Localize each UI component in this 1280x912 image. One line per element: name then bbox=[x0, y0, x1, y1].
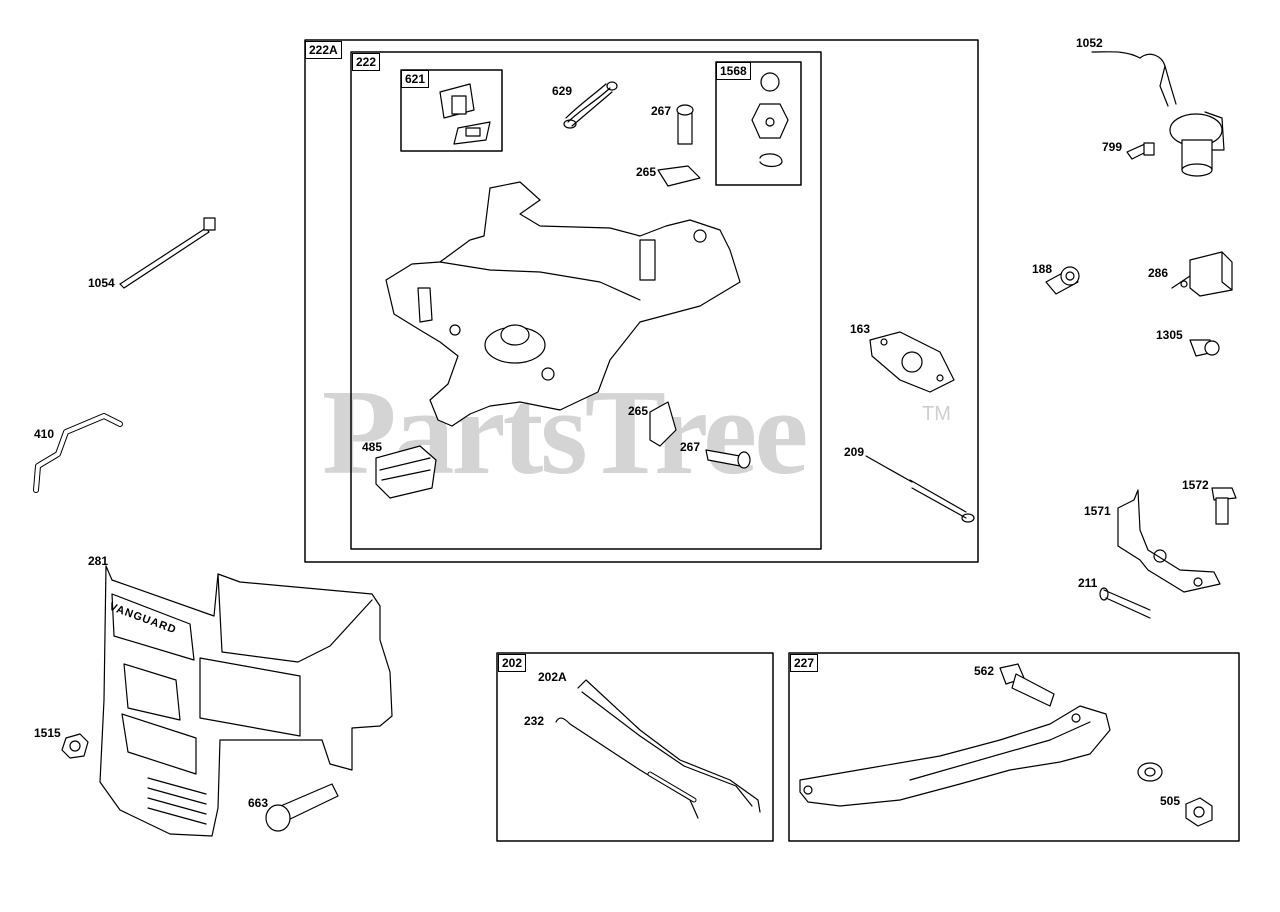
part-281-cover bbox=[99, 565, 393, 837]
callout-209[interactable]: 209 bbox=[844, 445, 865, 459]
callout-410[interactable]: 410 bbox=[34, 427, 55, 441]
group-202-frame bbox=[496, 652, 774, 842]
group-1568-label: 1568 bbox=[716, 62, 751, 80]
part-629-spring bbox=[563, 81, 618, 129]
callout-202A[interactable]: 202A bbox=[538, 670, 567, 684]
part-washer bbox=[1137, 762, 1163, 782]
part-267-bolt-lower bbox=[705, 449, 751, 469]
callout-1054[interactable]: 1054 bbox=[88, 276, 115, 290]
part-265-clip-lower bbox=[649, 401, 677, 447]
part-1305-screw bbox=[1189, 339, 1220, 357]
callout-188[interactable]: 188 bbox=[1032, 262, 1053, 276]
callout-629[interactable]: 629 bbox=[552, 84, 573, 98]
group-621-frame bbox=[400, 69, 503, 152]
trademark-symbol: TM bbox=[922, 403, 951, 425]
part-1572-bolt bbox=[1211, 487, 1237, 525]
part-799-bolt bbox=[1126, 142, 1155, 160]
callout-1305[interactable]: 1305 bbox=[1156, 328, 1183, 342]
callout-286[interactable]: 286 bbox=[1148, 266, 1169, 280]
part-562-pin bbox=[999, 663, 1055, 707]
callout-267-lower[interactable]: 267 bbox=[680, 440, 701, 454]
part-621-clip bbox=[439, 83, 491, 145]
callout-232[interactable]: 232 bbox=[524, 714, 545, 728]
group-227-label: 227 bbox=[790, 654, 819, 672]
part-211-spring bbox=[1099, 587, 1151, 619]
callout-1515[interactable]: 1515 bbox=[34, 726, 61, 740]
part-267-bolt bbox=[676, 104, 694, 145]
callout-799[interactable]: 799 bbox=[1102, 140, 1123, 154]
group-227-frame bbox=[788, 652, 1240, 842]
callout-1571[interactable]: 1571 bbox=[1084, 504, 1111, 518]
part-222-bracket bbox=[385, 181, 741, 427]
part-505-nut bbox=[1185, 797, 1213, 827]
callout-163[interactable]: 163 bbox=[850, 322, 871, 336]
part-663-bolt bbox=[265, 783, 339, 832]
callout-1052[interactable]: 1052 bbox=[1076, 36, 1103, 50]
callout-265-lower[interactable]: 265 bbox=[628, 404, 649, 418]
part-188-bolt bbox=[1045, 266, 1080, 295]
group-222-label: 222 bbox=[352, 53, 381, 71]
group-1568-frame bbox=[715, 61, 802, 186]
group-202-label: 202 bbox=[498, 654, 527, 672]
callout-562[interactable]: 562 bbox=[974, 664, 995, 678]
part-1515-nut bbox=[61, 733, 89, 759]
part-265-clip bbox=[657, 165, 701, 187]
callout-267-upper[interactable]: 267 bbox=[651, 104, 672, 118]
group-222A-label: 222A bbox=[305, 41, 342, 59]
part-410-rod bbox=[33, 413, 123, 493]
callout-485[interactable]: 485 bbox=[362, 440, 383, 454]
part-163-gasket bbox=[869, 331, 955, 393]
callout-1572[interactable]: 1572 bbox=[1182, 478, 1209, 492]
part-1568-kit bbox=[751, 72, 789, 168]
group-222-frame bbox=[350, 51, 822, 550]
group-621-label: 621 bbox=[401, 70, 430, 88]
part-202A-link bbox=[577, 679, 761, 813]
part-286-module bbox=[1171, 251, 1233, 297]
part-1054-cable-tie bbox=[119, 217, 216, 289]
callout-663[interactable]: 663 bbox=[248, 796, 269, 810]
callout-265-upper[interactable]: 265 bbox=[636, 165, 657, 179]
part-1052-switch bbox=[1091, 51, 1225, 177]
part-232-rod bbox=[555, 717, 699, 819]
callout-281[interactable]: 281 bbox=[88, 554, 109, 568]
group-222A-frame bbox=[304, 39, 979, 563]
callout-211[interactable]: 211 bbox=[1078, 576, 1098, 590]
part-227-lever bbox=[799, 705, 1111, 807]
part-485-boot bbox=[375, 445, 437, 499]
callout-505[interactable]: 505 bbox=[1160, 794, 1181, 808]
part-1571-bracket bbox=[1117, 489, 1221, 593]
part-209-spring bbox=[865, 455, 975, 523]
